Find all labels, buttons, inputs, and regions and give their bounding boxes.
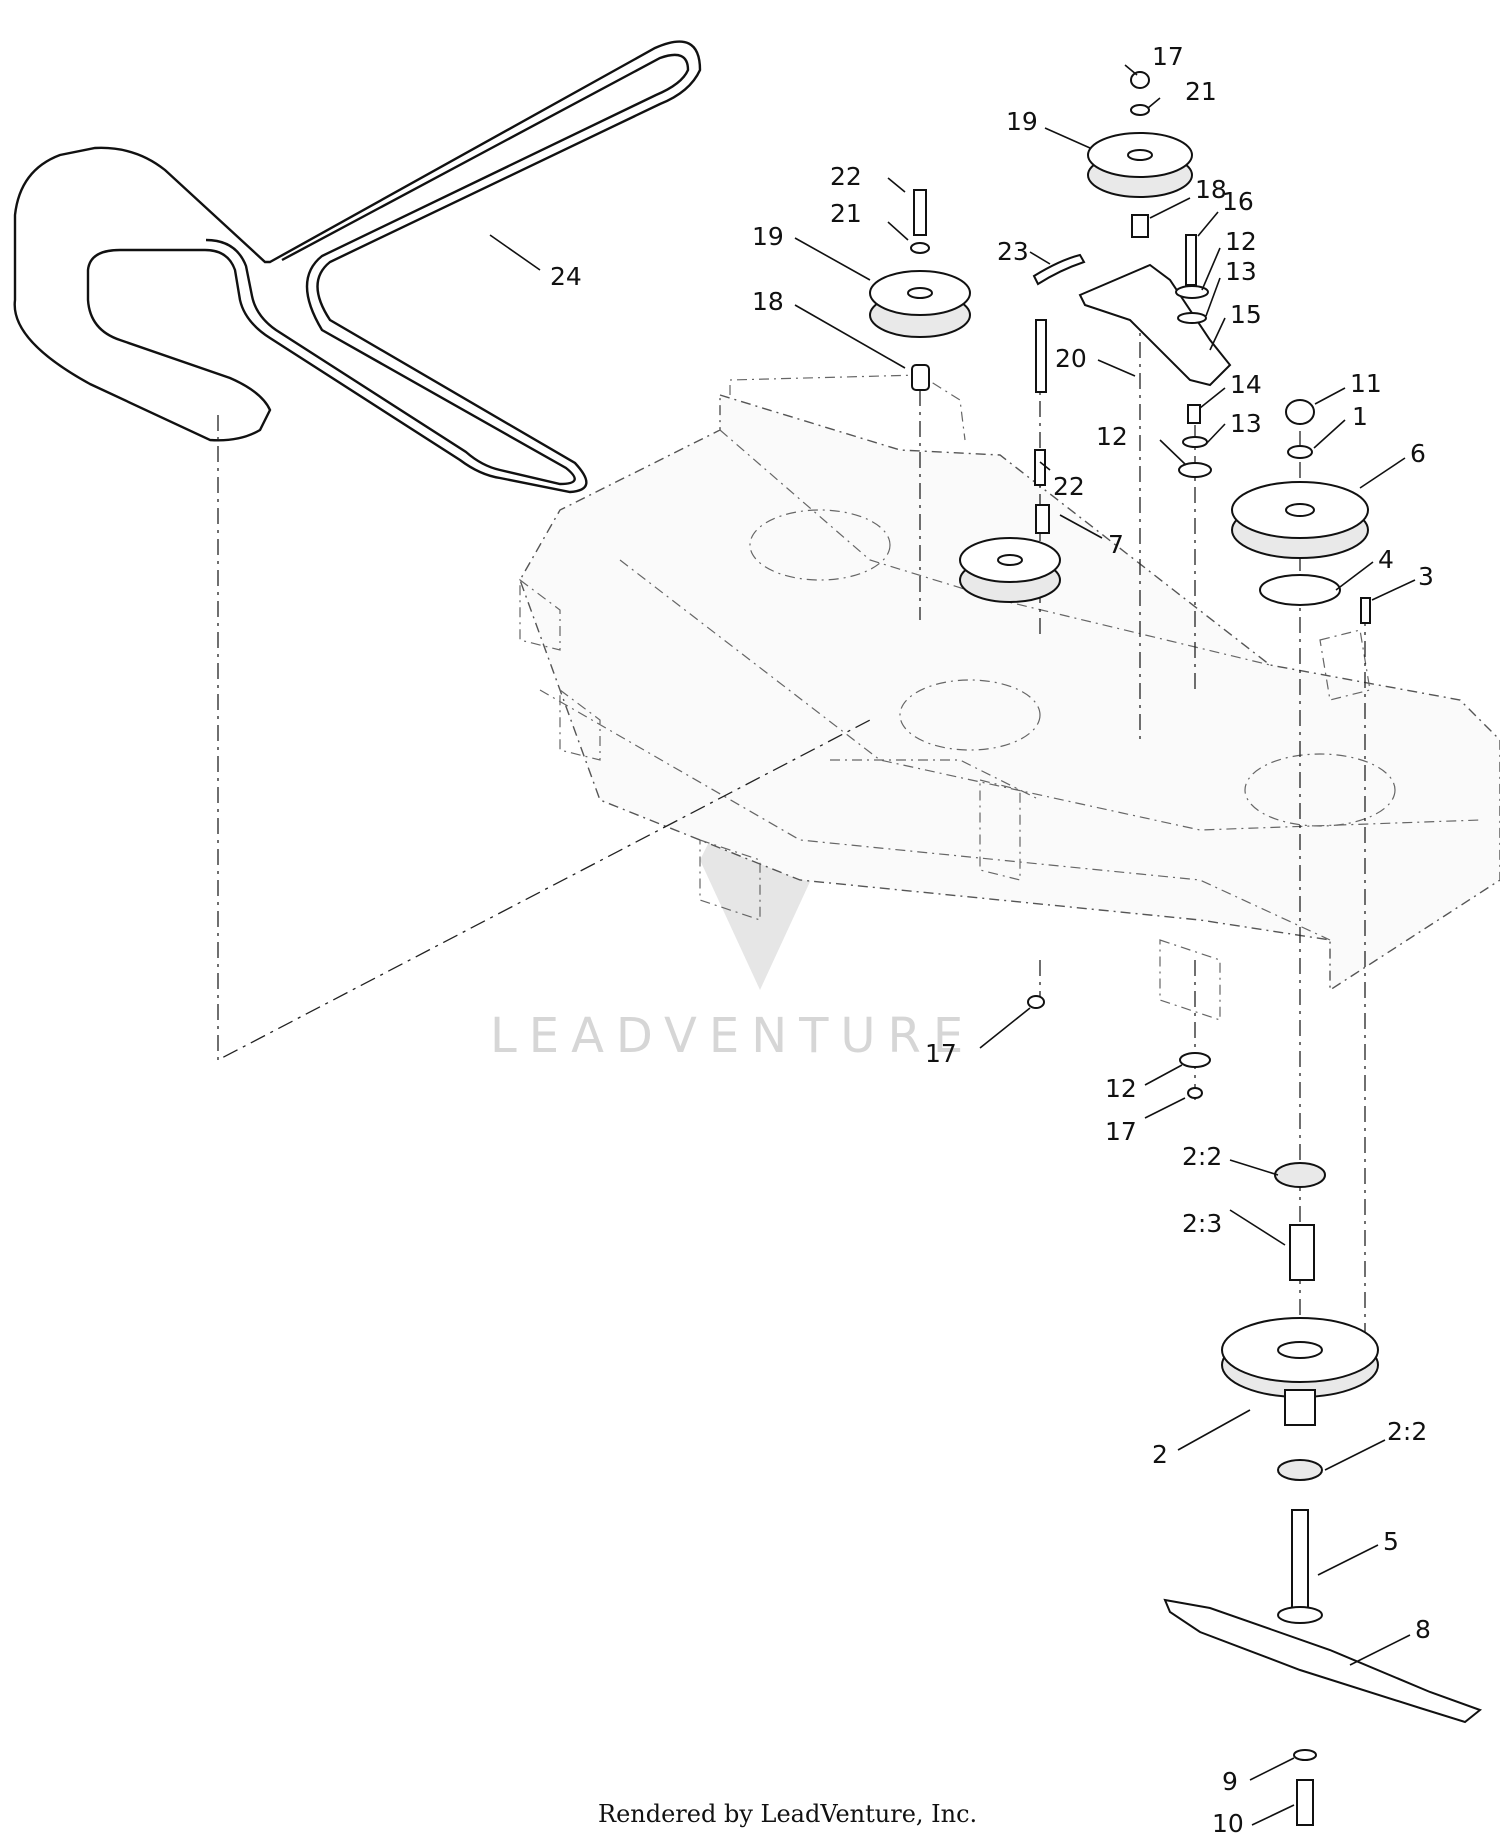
callout-12-upper: 12 (1225, 227, 1257, 256)
idler-arm-assembly (1032, 234, 1232, 478)
callout-9: 9 (1222, 1767, 1238, 1796)
callout-20: 20 (1055, 344, 1087, 373)
deck-hardware-lower (1027, 995, 1211, 1099)
callout-21-left: 21 (830, 199, 862, 228)
callout-labels: 17 21 19 18 22 21 19 18 23 16 12 13 15 2… (550, 42, 1434, 1836)
callout-24: 24 (550, 262, 582, 291)
callout-2-2-upper: 2:2 (1182, 1142, 1222, 1171)
callout-6: 6 (1410, 439, 1426, 468)
callout-13-lower: 13 (1230, 409, 1262, 438)
blade (1163, 1598, 1483, 1826)
callout-19-right: 19 (1006, 107, 1038, 136)
callout-21-top: 21 (1185, 77, 1217, 106)
callout-12-lower: 12 (1105, 1074, 1137, 1103)
spindle-pulley (1231, 399, 1371, 624)
callout-2-2-lower: 2:2 (1387, 1417, 1427, 1446)
callout-18-left: 18 (752, 287, 784, 316)
callout-5: 5 (1383, 1527, 1399, 1556)
callout-10: 10 (1212, 1809, 1244, 1836)
callout-1: 1 (1352, 402, 1368, 431)
drive-belt (13, 40, 702, 494)
callout-3: 3 (1418, 562, 1434, 591)
callout-15: 15 (1230, 300, 1262, 329)
callout-8: 8 (1415, 1615, 1431, 1644)
callout-19-left: 19 (752, 222, 784, 251)
leader-lines (489, 64, 1416, 1826)
callout-22-left: 22 (830, 162, 862, 191)
callout-16: 16 (1222, 187, 1254, 216)
callout-23: 23 (997, 237, 1029, 266)
callout-2-3: 2:3 (1182, 1209, 1222, 1238)
callout-14: 14 (1230, 370, 1262, 399)
center-lines (217, 280, 1366, 1385)
pulley-upper-left (869, 189, 971, 391)
callout-2: 2 (1152, 1440, 1168, 1469)
callout-11: 11 (1350, 369, 1382, 398)
callout-18-right: 18 (1195, 175, 1227, 204)
callout-17-lower: 17 (1105, 1117, 1137, 1146)
callout-12-middle: 12 (1096, 422, 1128, 451)
mower-deck (519, 374, 1500, 1021)
callout-17-top: 17 (1152, 42, 1184, 71)
callout-22-center: 22 (1053, 472, 1085, 501)
footer-credit: Rendered by LeadVenture, Inc. (598, 1800, 977, 1828)
callout-7: 7 (1108, 530, 1124, 559)
watermark-text: LEADVENTURE (490, 1008, 975, 1064)
spindle-assembly (1221, 1162, 1379, 1624)
callout-17-deck: 17 (925, 1039, 957, 1068)
pulley-upper-right (1087, 71, 1193, 238)
callout-4: 4 (1378, 545, 1394, 574)
idler-pulley-center (959, 449, 1061, 603)
callout-13-upper: 13 (1225, 257, 1257, 286)
